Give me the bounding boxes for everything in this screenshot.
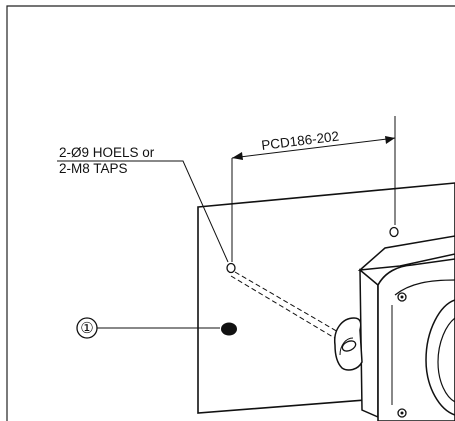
callout-1: ① bbox=[76, 317, 220, 339]
alignment-line bbox=[230, 271, 353, 347]
holes-label-line2: 2-M8 TAPS bbox=[59, 161, 128, 176]
plate-hole-right bbox=[389, 226, 399, 238]
holes-callout: 2-Ø9 HOELS or 2-M8 TAPS bbox=[57, 145, 229, 263]
motor-housing bbox=[334, 235, 455, 421]
position-dot bbox=[221, 322, 237, 336]
plate-hole-left bbox=[226, 262, 236, 274]
callout-number: ① bbox=[80, 319, 93, 337]
mounting-ear-hole bbox=[341, 340, 357, 352]
drawing-frame bbox=[6, 5, 455, 421]
holes-label-line1: 2-Ø9 HOELS or bbox=[59, 145, 155, 160]
